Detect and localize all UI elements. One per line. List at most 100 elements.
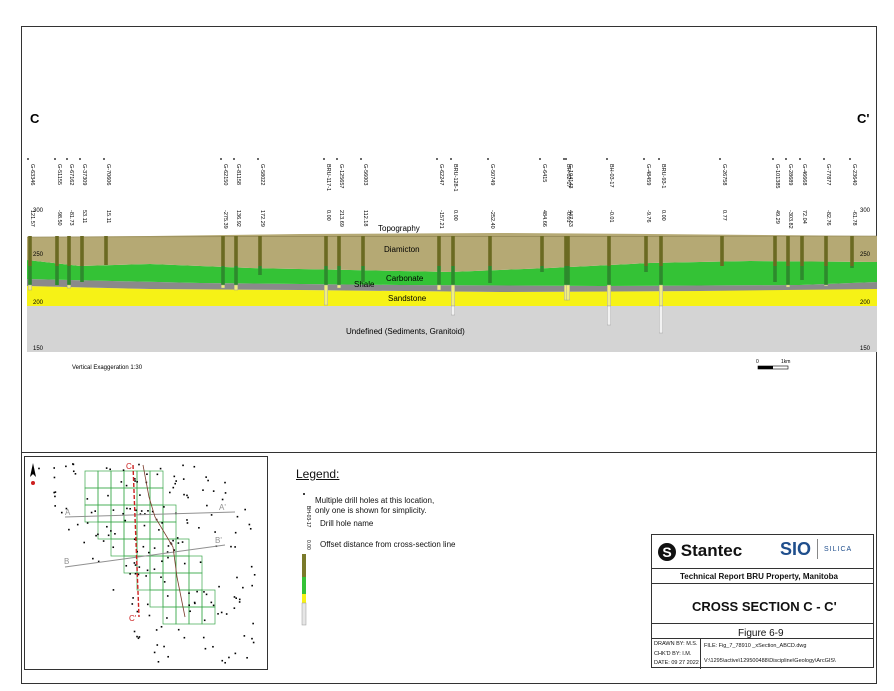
drill-hole-trace-sandstone — [659, 284, 664, 307]
title-block-row-2 — [652, 583, 873, 584]
layer-label-shale: Shale — [354, 280, 375, 289]
drill-hole-offset: -81.73 — [68, 210, 74, 226]
map-dot — [148, 551, 150, 554]
map-dot — [144, 513, 146, 515]
drill-hole-trace-upper — [607, 236, 611, 266]
drill-hole-collar-marker — [565, 158, 567, 160]
vertical-exaggeration-note: Vertical Exaggeration 1:30 — [72, 365, 143, 371]
drill-hole-trace-upper — [337, 236, 341, 266]
map-dot — [153, 547, 156, 549]
drill-hole-trace-sandstone — [566, 284, 571, 301]
drill-hole-name: BRU-128-1 — [452, 164, 458, 192]
drill-hole-trace-carbonate — [361, 266, 365, 282]
drill-hole-trace-sandstone — [607, 284, 612, 307]
drill-hole-collar-marker — [643, 158, 645, 160]
map-dot — [252, 622, 254, 625]
map-dot — [122, 469, 125, 471]
map-dot — [212, 645, 214, 648]
map-dot — [161, 522, 163, 524]
drill-hole-trace-upper — [67, 236, 71, 266]
drill-hole-collar-marker — [103, 158, 105, 160]
map-grid-cell — [84, 470, 99, 489]
silica-wordmark: SILICA — [824, 546, 853, 553]
map-label-b: B — [64, 557, 69, 566]
map-dot — [97, 560, 100, 563]
map-grid-cell — [149, 521, 164, 540]
file-path: V:\1295\active\129500488\Discipline\Geol… — [704, 658, 836, 664]
figure-number: Figure 6-9 — [738, 628, 784, 639]
drill-hole-trace-upper — [234, 236, 238, 266]
map-dot — [183, 493, 185, 496]
location-map-canvas: A A' B B' C C' — [30, 462, 256, 664]
drill-hole-collar-marker — [79, 158, 81, 160]
map-dot — [54, 495, 56, 498]
drill-hole-offset: 447.53 — [567, 210, 573, 227]
drill-hole-trace-upper — [824, 236, 828, 266]
map-dot — [146, 603, 149, 606]
drill-hole-trace-carbonate — [437, 266, 441, 285]
map-dot — [188, 604, 190, 607]
drill-hole-trace-carbonate — [850, 266, 854, 268]
legend-sample-hole: BH-03-17 0.00 — [301, 493, 311, 626]
file-name: FILE: Fig_7_78910 _xSection_ABCD.dwg — [704, 643, 807, 649]
map-dot — [187, 496, 189, 499]
map-dot — [95, 534, 97, 537]
map-dot — [138, 463, 140, 466]
map-dot — [224, 492, 227, 494]
map-dot — [156, 473, 159, 476]
panel-divider — [21, 452, 877, 453]
map-grid-cell — [110, 470, 125, 489]
layer-label-sandstone: Sandstone — [388, 294, 427, 303]
map-dot — [129, 573, 131, 575]
drill-hole-trace-upper — [566, 236, 570, 266]
map-dot — [212, 604, 215, 607]
map-dot — [106, 525, 108, 528]
drill-hole-trace-upper — [437, 236, 441, 266]
drill-hole-trace-upper — [80, 236, 84, 266]
drill-hole-trace-carbonate — [67, 266, 71, 285]
drill-hole-trace-upper — [800, 236, 804, 266]
map-dot — [218, 585, 220, 588]
map-dot — [86, 522, 89, 524]
map-dot — [136, 481, 138, 483]
drill-hole-trace-upper — [540, 236, 544, 266]
map-dot — [186, 522, 189, 524]
drill-hole-trace-carbonate — [800, 266, 804, 280]
map-dot — [94, 510, 97, 512]
drill-hole-trace-carbonate — [28, 266, 32, 285]
drill-hole-trace-sandstone — [437, 284, 442, 291]
drill-hole-collar-marker — [539, 158, 541, 160]
map-grid-cell — [97, 521, 112, 540]
map-dot — [157, 660, 160, 663]
drill-hole-trace-carbonate — [221, 266, 225, 285]
drill-hole-offset: 136.92 — [235, 210, 241, 227]
drill-hole-name: G-125657 — [338, 164, 344, 188]
drill-hole-trace-upper — [773, 236, 777, 266]
drill-hole-collar-marker — [785, 158, 787, 160]
drill-hole-group: G-63346121.57G-51155-98.50G-67162-81.73G… — [27, 158, 857, 334]
map-dot — [238, 601, 241, 603]
map-dot — [76, 523, 79, 526]
map-dot — [135, 509, 137, 512]
map-dot — [225, 613, 228, 615]
drill-hole-trace-sandstone — [824, 284, 829, 287]
map-dot — [139, 494, 141, 496]
drill-hole-name: G-104143 — [567, 164, 573, 188]
map-dot — [68, 528, 70, 531]
drill-hole-name: G-62247 — [438, 164, 444, 185]
map-dot — [53, 491, 55, 494]
map-grid-cell — [201, 606, 216, 625]
drill-hole-collar-marker — [772, 158, 774, 160]
map-dot — [167, 655, 169, 658]
drill-hole-trace-sandstone — [233, 284, 238, 291]
map-dot — [83, 541, 86, 544]
map-dot — [186, 494, 188, 497]
map-dot — [205, 593, 208, 596]
map-dot — [166, 595, 169, 597]
map-grid-cell — [149, 470, 164, 489]
map-dot — [138, 566, 141, 568]
map-dot — [139, 513, 142, 515]
